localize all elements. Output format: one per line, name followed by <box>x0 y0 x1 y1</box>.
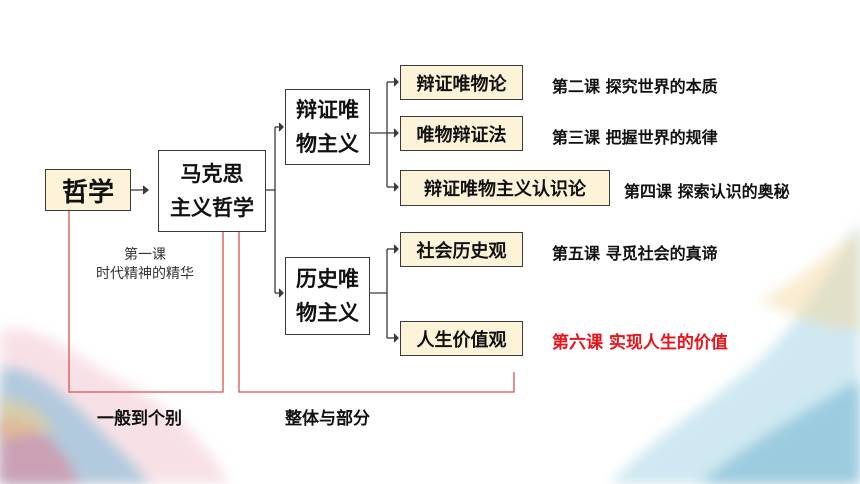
node-life-value-view: 人生价值观 <box>400 321 523 356</box>
node-dialectical-materialism-theory: 辩证唯物论 <box>400 65 523 100</box>
node-marxist-philosophy: 马克思 主义哲学 <box>158 150 266 232</box>
child-label: 唯物辩证法 <box>416 124 507 146</box>
lesson1-caption: 第一课 时代精神的精华 <box>70 246 220 284</box>
lesson6-text-highlighted: 第六课 实现人生的价值 <box>552 333 728 353</box>
lesson3-text: 第三课 把握世界的规律 <box>552 128 718 147</box>
node-epistemology: 辩证唯物主义认识论 <box>400 170 610 206</box>
relation-whole-part: 整体与部分 <box>285 409 370 429</box>
node-dialectical-materialism: 辩证唯 物主义 <box>285 89 370 165</box>
lesson5-text: 第五课 寻觅社会的真谛 <box>552 244 718 263</box>
node-materialist-dialectics: 唯物辩证法 <box>400 116 523 151</box>
lesson2-text: 第二课 探究世界的本质 <box>552 77 718 96</box>
child-label: 社会历史观 <box>416 240 507 262</box>
dialectical-label: 辩证唯 物主义 <box>296 98 359 156</box>
relation-general-individual: 一般到个别 <box>97 409 182 429</box>
historical-label: 历史唯 物主义 <box>296 267 359 325</box>
child-label: 辩证唯物主义认识论 <box>424 179 586 200</box>
lesson1-line2: 时代精神的精华 <box>96 266 194 282</box>
lesson4-text: 第四课 探索认识的奥秘 <box>624 182 790 201</box>
node-historical-materialism: 历史唯 物主义 <box>285 257 370 335</box>
lesson1-line1: 第一课 <box>124 247 166 263</box>
marxism-label: 马克思 主义哲学 <box>170 162 254 220</box>
root-node-philosophy: 哲学 <box>45 169 131 211</box>
child-label: 人生价值观 <box>416 329 507 351</box>
node-social-history-view: 社会历史观 <box>400 232 523 267</box>
child-label: 辩证唯物论 <box>416 73 507 95</box>
root-label: 哲学 <box>61 177 114 208</box>
